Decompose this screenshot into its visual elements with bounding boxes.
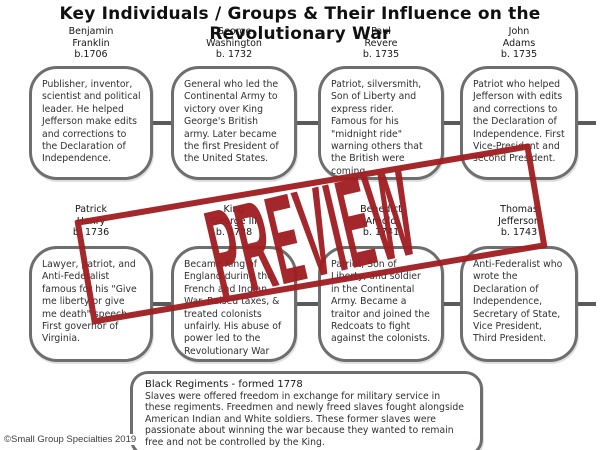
connector-line — [444, 121, 460, 125]
name-line1: Benjamin — [68, 26, 114, 37]
birth-year: b. 1743 — [500, 227, 538, 238]
name-line2: Washington — [206, 37, 262, 49]
person-description-box-henry: Lawyer, patriot, and Anti-Federalist fam… — [29, 246, 153, 362]
person-name-george-iii: King George III b. 1738 — [174, 204, 294, 239]
page-title: Key Individuals / Groups & Their Influen… — [59, 4, 541, 44]
person-description-box-revere: Patriot, silversmith, Son of Liberty and… — [318, 66, 444, 180]
birth-year: b. 1736 — [72, 227, 110, 238]
person-description-box-washington: General who led the Continental Army to … — [171, 66, 297, 180]
person-description-box-george-iii: Became King of England during the French… — [171, 246, 297, 362]
person-name-jefferson: Thomas Jefferson b. 1743 — [459, 204, 579, 239]
name-line2: George III — [210, 215, 258, 227]
name-line2: Franklin — [72, 37, 110, 49]
birth-year: b. 1738 — [215, 227, 253, 238]
name-line1: Patrick — [74, 204, 108, 215]
birth-year: b. 1735 — [500, 49, 538, 60]
connector-line — [153, 302, 171, 306]
connector-line — [444, 302, 460, 306]
birth-year: b. 1741 — [362, 227, 400, 238]
connector-line — [578, 302, 596, 306]
note-heading: Black Regiments - formed 1778 — [145, 379, 303, 390]
connector-line — [297, 121, 318, 125]
person-description-box-franklin: Publisher, inventor, scientist and polit… — [29, 66, 153, 180]
person-name-washington: George Washington b. 1732 — [174, 26, 294, 61]
person-name-franklin: Benjamin Franklin b.1706 — [31, 26, 151, 61]
connector-line — [578, 121, 596, 125]
connector-line — [297, 302, 318, 306]
birth-year: b. 1732 — [215, 49, 253, 60]
name-line1: King — [223, 204, 245, 215]
name-line2: Jefferson — [498, 215, 540, 227]
name-line1: John — [508, 26, 530, 37]
person-description-box-arnold: Patriot, Son of Liberty, and soldier in … — [318, 246, 444, 362]
connector-line — [153, 121, 171, 125]
name-line2: Henry — [76, 215, 106, 227]
birth-year: b.1706 — [74, 49, 108, 60]
birth-year: b. 1735 — [362, 49, 400, 60]
name-line2: Adams — [502, 37, 536, 49]
black-regiments-note-box: Black Regiments - formed 1778 Slaves wer… — [130, 371, 483, 450]
name-line1: Thomas — [500, 204, 538, 215]
person-name-henry: Patrick Henry b. 1736 — [31, 204, 151, 239]
name-line2: Revere — [364, 37, 398, 49]
person-name-arnold: Benedict Arnold b. 1741 — [321, 204, 441, 239]
person-name-revere: Paul Revere b. 1735 — [321, 26, 441, 61]
name-line1: Benedict — [360, 204, 402, 215]
person-description-box-jefferson: Anti-Federalist who wrote the Declaratio… — [460, 246, 578, 362]
note-body: Slaves were offered freedom in exchange … — [145, 391, 465, 448]
person-name-adams: John Adams b. 1735 — [459, 26, 579, 61]
name-line1: Paul — [371, 26, 391, 37]
person-description-box-adams: Patriot who helped Jefferson with edits … — [460, 66, 578, 180]
copyright-text: ©Small Group Specialties 2019 — [4, 434, 140, 445]
name-line1: George — [216, 26, 252, 37]
name-line2: Arnold — [365, 215, 397, 227]
